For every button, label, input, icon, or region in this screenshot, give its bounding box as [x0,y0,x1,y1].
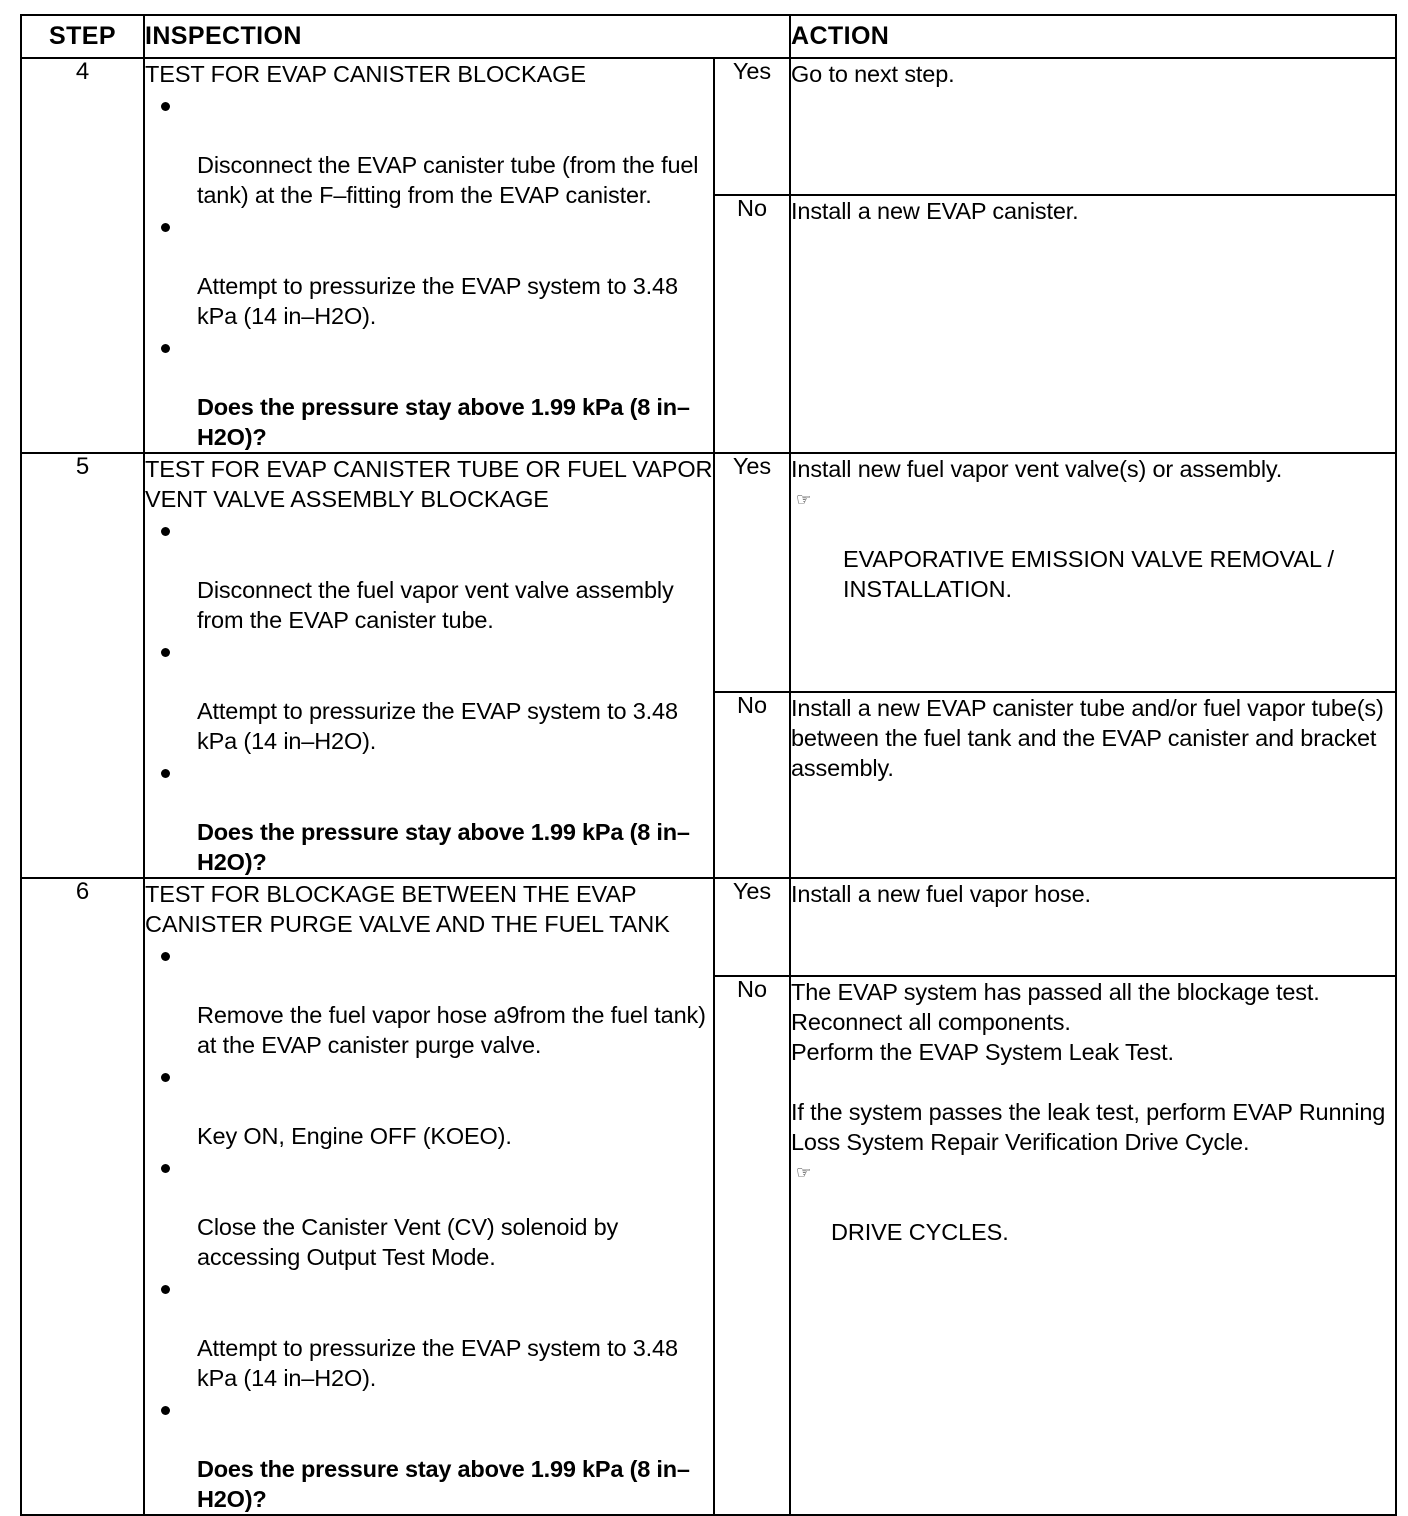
table-row-no: No Install a new EVAP canister tube and/… [21,691,1398,879]
bullet-dot-icon [161,223,170,232]
answer-label-no: No [712,193,792,455]
answer-label-yes: Yes [712,451,792,694]
pointing-hand-icon: ☞ [796,490,812,510]
inspection-bullet-text: Disconnect the fuel vapor vent valve ass… [197,577,674,633]
bullet-dot-icon [161,102,170,111]
bullet-dot-icon [161,1164,170,1173]
inspection-title: TEST FOR BLOCKAGE BETWEEN THE EVAP CANIS… [145,881,670,937]
bullet-dot-icon [161,1285,170,1294]
inspection-bullet-text: Does the pressure stay above 1.99 kPa (8… [197,1456,690,1512]
table-body: 4 TEST FOR EVAP CANISTER BLOCKAGE Discon… [20,57,1398,1516]
action-text: Perform the EVAP System Leak Test. [791,1039,1174,1066]
action-text: Install new fuel vapor vent valve(s) or … [791,456,1283,482]
action-cell-no: The EVAP system has passed all the block… [789,975,1398,1516]
inspection-bullet-text: Close the Canister Vent (CV) solenoid by… [197,1214,619,1270]
action-cell-yes: Install a new fuel vapor hose. [789,876,1398,978]
bullet-dot-icon [161,344,170,353]
inspection-bullet-question: Does the pressure stay above 1.99 kPa (8… [145,757,713,877]
inspection-bullet: Disconnect the fuel vapor vent valve ass… [145,515,713,635]
pointing-hand-icon: ☞ [796,1163,812,1184]
answer-label-yes: Yes [712,57,792,196]
inspection-bullet: Attempt to pressurize the EVAP system to… [145,636,713,756]
inspection-bullet-text: Key ON, Engine OFF (KOEO). [197,1123,512,1149]
action-text: Install a new fuel vapor hose. [791,881,1091,907]
action-text: If the system passes the leak test, perf… [791,1099,1386,1156]
bullet-dot-icon [161,1073,170,1082]
action-reference-text: DRIVE CYCLES. [831,1219,1009,1246]
inspection-bullet: Close the Canister Vent (CV) solenoid by… [145,1152,713,1272]
inspection-bullet-question: Does the pressure stay above 1.99 kPa (8… [145,332,713,452]
column-header-action: ACTION [789,14,1398,59]
action-cell-no: Install a new EVAP canister. [789,193,1398,455]
inspection-bullet-text: Does the pressure stay above 1.99 kPa (8… [197,819,690,875]
table-row: 6 TEST FOR BLOCKAGE BETWEEN THE EVAP CAN… [20,876,1398,1516]
bullet-dot-icon [161,527,170,536]
inspection-cell: TEST FOR EVAP CANISTER BLOCKAGE Disconne… [143,57,715,454]
inspection-bullet: Attempt to pressurize the EVAP system to… [145,211,713,331]
inspection-bullet-list: Disconnect the fuel vapor vent valve ass… [145,515,713,877]
action-cell-yes: Go to next step. [789,57,1398,196]
inspection-bullet: Remove the fuel vapor hose a9from the fu… [145,940,713,1060]
action-cell-yes: Install new fuel vapor vent valve(s) or … [789,451,1398,694]
inspection-title: TEST FOR EVAP CANISTER TUBE OR FUEL VAPO… [145,456,713,512]
table-row: 4 TEST FOR EVAP CANISTER BLOCKAGE Discon… [20,57,1398,454]
action-spacer [791,1067,1395,1097]
inspection-bullet-question: Does the pressure stay above 1.99 kPa (8… [145,1394,713,1514]
bullet-dot-icon [161,769,170,778]
answer-label-no: No [712,975,792,1516]
bullet-dot-icon [161,648,170,657]
action-text: Install a new EVAP canister. [791,197,1079,224]
action-text: Go to next step. [791,61,955,87]
inspection-bullet-text: Disconnect the EVAP canister tube (from … [197,152,699,208]
table-row: 5 TEST FOR EVAP CANISTER TUBE OR FUEL VA… [20,451,1398,879]
document-page: STEP INSPECTION ACTION 4 TEST FOR EVAP C… [20,14,1398,1516]
action-text: The EVAP system has passed all the block… [791,979,1320,1006]
action-reference: ☞ EVAPORATIVE EMISSION VALVE REMOVAL / I… [791,484,1395,604]
inspection-bullet-text: Attempt to pressurize the EVAP system to… [197,273,678,329]
bullet-dot-icon [161,952,170,961]
action-reference: ☞ DRIVE CYCLES. [791,1157,1395,1247]
bullet-dot-icon [161,1406,170,1415]
action-text: Install a new EVAP canister tube and/or … [791,695,1384,782]
evap-blockage-diagnostic-table: STEP INSPECTION ACTION 4 TEST FOR EVAP C… [20,14,1398,1516]
answer-label-no: No [712,691,792,879]
step-number-cell: 4 [20,57,145,454]
inspection-bullet-text: Attempt to pressurize the EVAP system to… [197,698,678,754]
table-row-no: No Install a new EVAP canister. [21,193,1398,455]
column-header-inspection: INSPECTION [142,14,792,59]
action-text: Reconnect all components. [791,1009,1071,1036]
inspection-bullet: Key ON, Engine OFF (KOEO). [145,1061,713,1151]
inspection-title: TEST FOR EVAP CANISTER BLOCKAGE [145,61,586,87]
inspection-bullet: Disconnect the EVAP canister tube (from … [145,90,713,210]
column-header-step: STEP [20,14,145,59]
action-cell-no: Install a new EVAP canister tube and/or … [789,691,1398,879]
inspection-bullet-list: Disconnect the EVAP canister tube (from … [145,90,713,452]
step-number-cell: 5 [20,452,145,879]
action-reference-text: EVAPORATIVE EMISSION VALVE REMOVAL / INS… [843,546,1334,602]
inspection-bullet-text: Remove the fuel vapor hose a9from the fu… [197,1002,706,1058]
answer-label-yes: Yes [712,876,792,978]
inspection-bullet: Attempt to pressurize the EVAP system to… [145,1273,713,1393]
inspection-bullet-list: Remove the fuel vapor hose a9from the fu… [145,940,713,1514]
header-row: STEP INSPECTION ACTION [20,14,1398,59]
inspection-bullet-text: Attempt to pressurize the EVAP system to… [197,1335,678,1391]
table-header: STEP INSPECTION ACTION [20,14,1398,59]
inspection-cell: TEST FOR EVAP CANISTER TUBE OR FUEL VAPO… [143,452,715,879]
step-number-cell: 6 [20,877,145,1516]
inspection-cell: TEST FOR BLOCKAGE BETWEEN THE EVAP CANIS… [143,877,715,1516]
inspection-bullet-text: Does the pressure stay above 1.99 kPa (8… [197,394,690,450]
